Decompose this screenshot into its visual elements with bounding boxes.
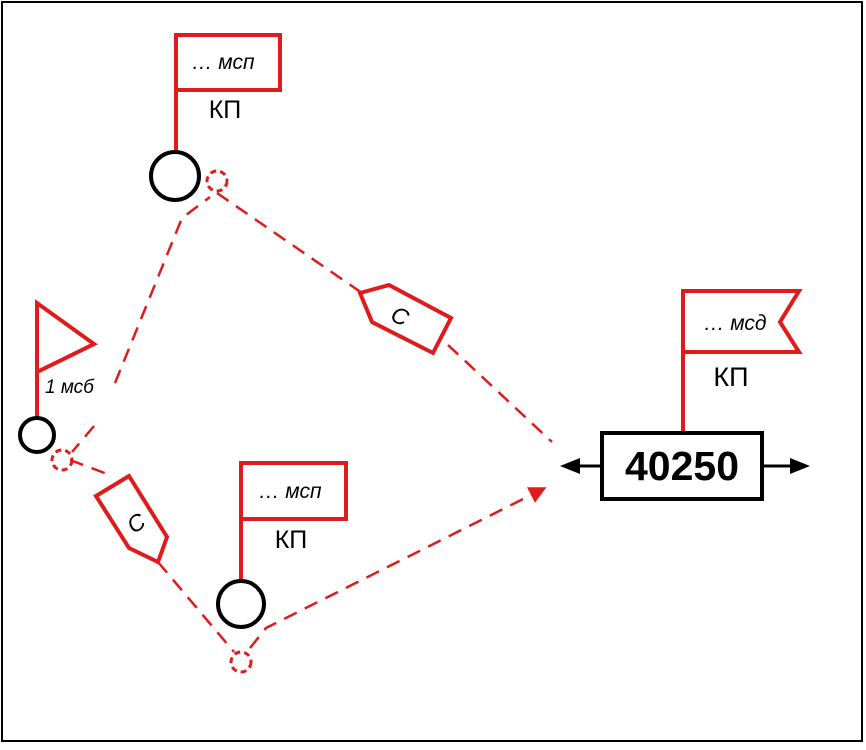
upper-marker: С	[357, 282, 454, 356]
number-box-value: 40250	[625, 443, 739, 489]
bottom-flag-banner	[239, 461, 348, 521]
route-top-to-marker	[216, 191, 363, 295]
bottom-kp-label: КП	[275, 526, 308, 554]
left-post-circle	[18, 416, 56, 454]
left-unit-label: 1 мсб	[45, 377, 95, 398]
number-box	[600, 431, 764, 501]
bottom-post-circle	[216, 579, 266, 629]
bottom-unit-label: … мсп	[258, 480, 321, 503]
left-battalion: 1 мсб	[18, 299, 98, 472]
top-unit-label: … мсп	[191, 51, 254, 74]
route-marker-to-bottom	[157, 561, 235, 653]
upper-marker-shape	[357, 282, 454, 356]
lower-marker-shape	[93, 473, 170, 565]
route-left-to-marker	[69, 458, 111, 477]
right-command-post: … мсд КП 40250	[560, 289, 810, 501]
route-left-to-top	[113, 196, 211, 384]
right-unit-label: … мсд	[703, 312, 766, 335]
dashed-routes	[69, 191, 553, 653]
top-dashed-node	[205, 169, 229, 193]
route-left-stub	[71, 425, 95, 453]
top-kp-label: КП	[209, 96, 242, 124]
top-command-post: … мсп КП	[149, 33, 282, 202]
top-post-circle	[149, 150, 201, 202]
bottom-dashed-node	[229, 650, 253, 674]
right-swallowtail-flag	[681, 289, 803, 354]
lower-marker: С	[93, 473, 170, 565]
route-bottom-to-box	[249, 486, 547, 649]
arrow-left-icon	[560, 458, 602, 474]
left-triangle-flag	[35, 299, 98, 376]
right-kp-label: КП	[713, 362, 748, 392]
top-flag-banner	[174, 33, 282, 92]
bottom-command-post: … мсп КП	[216, 461, 348, 674]
route-marker-to-box	[447, 344, 553, 443]
arrow-right-icon	[762, 458, 810, 474]
